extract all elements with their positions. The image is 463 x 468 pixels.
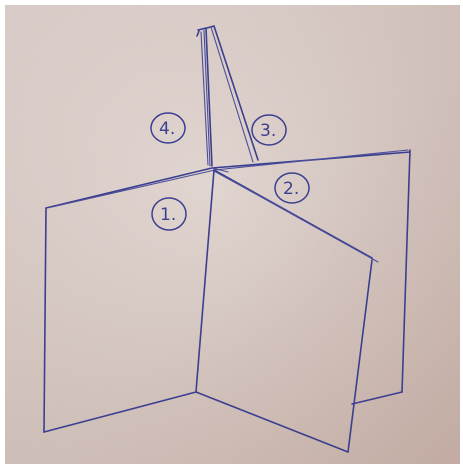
label-3-text: 3.	[260, 121, 276, 141]
label-1-text: 1.	[160, 205, 176, 225]
label-2-text: 2.	[283, 179, 299, 199]
label-4-text: 4.	[159, 119, 175, 139]
